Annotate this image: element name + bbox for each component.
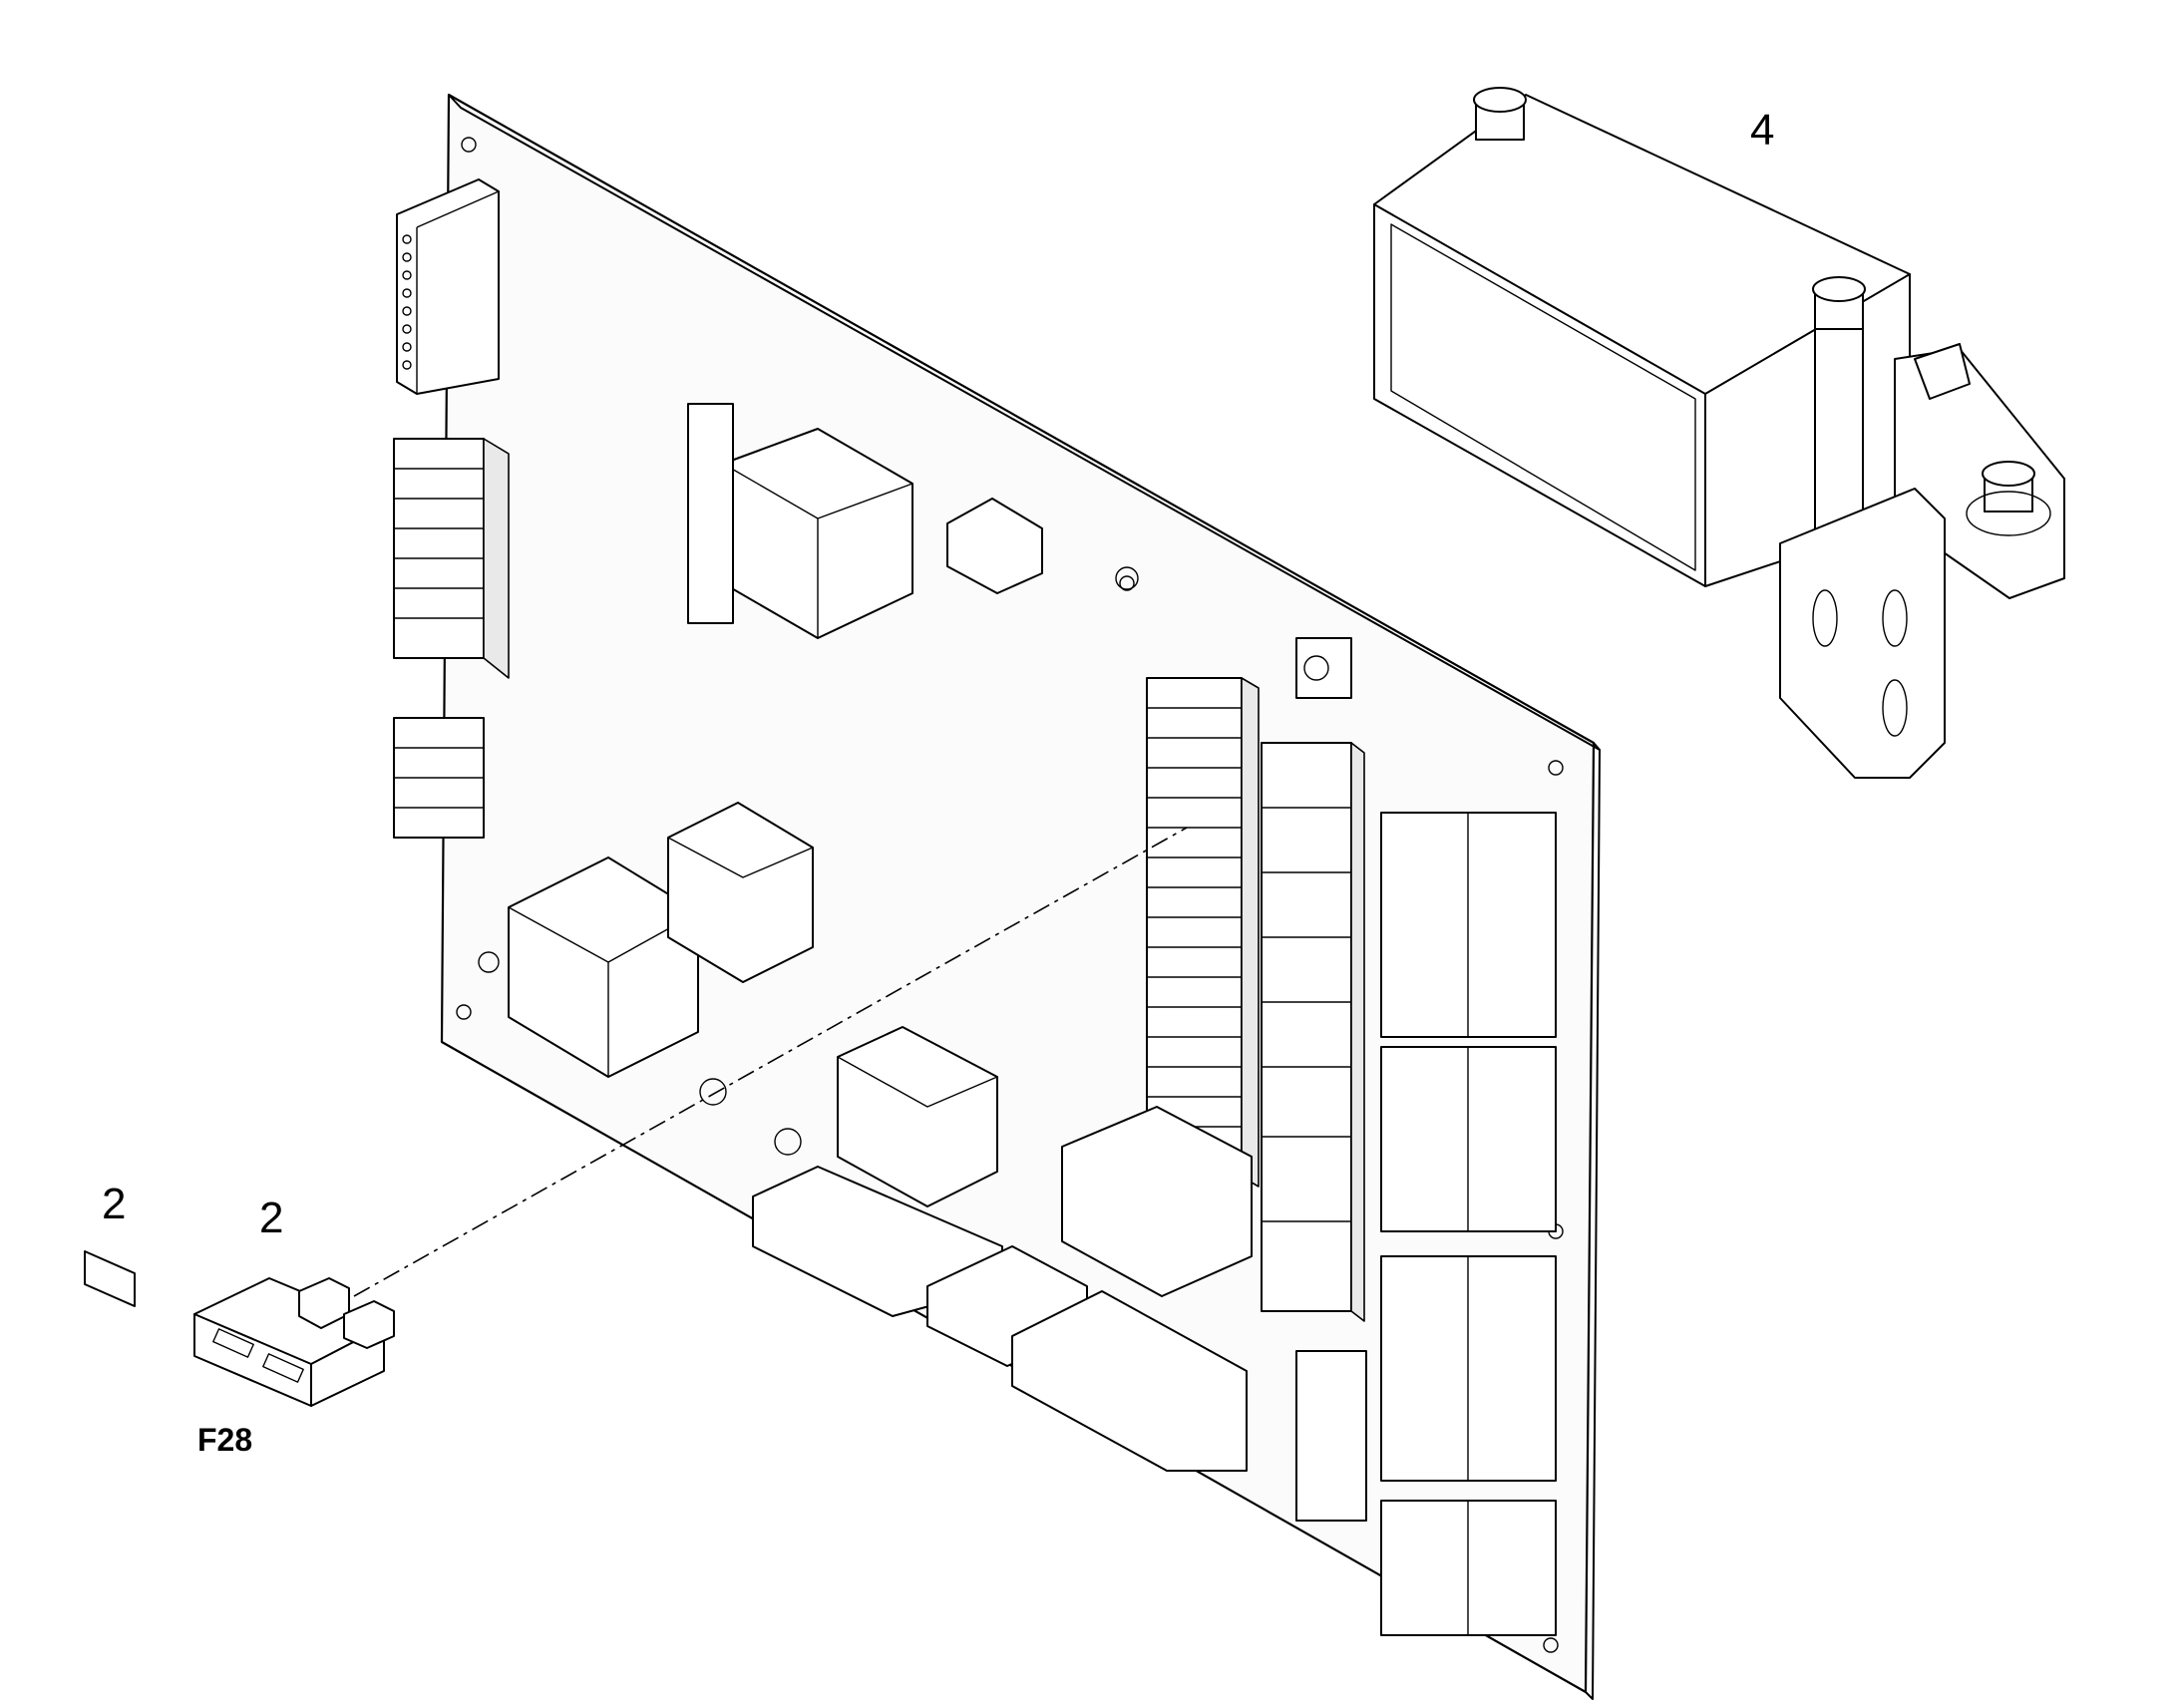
relay-sockets-right: [1261, 742, 1365, 1322]
callout-relay: 4: [1750, 106, 1774, 155]
fuse-f28: [193, 1277, 395, 1407]
callout-fuse: 2: [259, 1194, 283, 1242]
board-relay-large: [508, 403, 998, 1207]
fuse-holder-column-center: [1146, 677, 1260, 1188]
relay-item-4: [1373, 87, 2065, 779]
fuse-placement-leader-line: [353, 827, 1188, 1297]
bottom-connectors: [752, 1106, 1367, 1522]
terminal-strips-right: [1380, 812, 1557, 1636]
terminal-block-top-left: [396, 178, 500, 395]
fuse-holder-stack-left: [393, 438, 510, 839]
callout-spare-fuse: 2: [102, 1180, 126, 1228]
board-small-components: [478, 498, 1352, 1156]
fuse-designation-label: F28: [197, 1422, 252, 1458]
spare-fuse-label-plate: [84, 1250, 136, 1307]
